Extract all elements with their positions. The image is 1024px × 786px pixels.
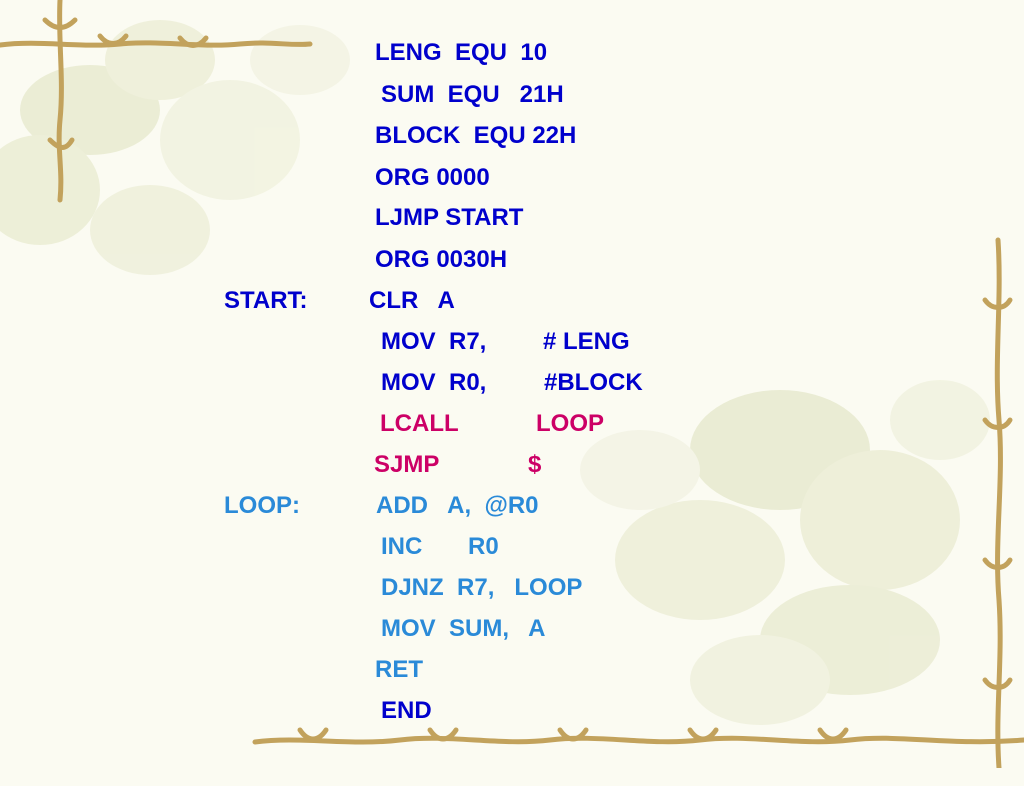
code-line-3: BLOCK EQU 22H [0, 121, 576, 151]
code-line-4: ORG 0000 [0, 163, 490, 193]
code-op: RET [375, 656, 423, 683]
code-op: INC [381, 533, 423, 560]
code-op: LJMP START [375, 204, 524, 231]
code-op: ORG 0030H [375, 246, 508, 273]
code-line-13: INC R0 [0, 532, 499, 562]
faded-flower-top-left [0, 20, 350, 275]
code-line-8: MOV R7, # LENG [0, 327, 630, 357]
code-line-1: LENG EQU 10 [0, 38, 547, 68]
code-op: ORG 0000 [375, 164, 490, 191]
code-line-2: SUM EQU 21H [0, 80, 564, 110]
code-line-9: MOV R0, #BLOCK [0, 368, 643, 398]
vine-border-right [982, 237, 1013, 768]
code-op: LENG EQU 10 [375, 39, 548, 66]
vine-border-bottom [252, 727, 1024, 745]
code-line-7: START: CLR A [0, 286, 455, 316]
code-line-14: DJNZ R7, LOOP [0, 573, 582, 603]
faded-flower-bottom-right [580, 380, 990, 725]
code-line-6: ORG 0030H [0, 245, 507, 275]
background-decoration [0, 0, 1024, 768]
code-line-17: END [0, 696, 432, 726]
code-op: SUM EQU 21H [381, 81, 564, 108]
code-op: END [381, 697, 432, 724]
code-line-11: SJMP $ [0, 450, 541, 480]
code-line-5: LJMP START [0, 203, 523, 233]
code-label: LOOP: [224, 492, 300, 519]
code-op: ADD A, @R0 [376, 492, 539, 519]
vine-border-top-left [0, 0, 313, 203]
code-args: LOOP [536, 410, 605, 437]
code-op: MOV R7, [381, 328, 487, 355]
code-op: DJNZ R7, LOOP [381, 574, 583, 601]
code-args: # LENG [543, 328, 630, 355]
code-line-16: RET [0, 655, 423, 685]
code-label: START: [224, 287, 308, 314]
code-op: LCALL [380, 410, 459, 437]
code-line-10: LCALL LOOP [0, 409, 604, 439]
code-op: SJMP [374, 451, 440, 478]
code-line-12: LOOP: ADD A, @R0 [0, 491, 539, 521]
code-args: $ [528, 451, 542, 478]
code-args: #BLOCK [544, 369, 643, 396]
code-listing: LENG EQU 10 SUM EQU 21H BLOCK EQU 22H OR… [0, 38, 643, 726]
code-op: CLR A [369, 287, 455, 314]
code-line-15: MOV SUM, A [0, 614, 545, 644]
code-op: BLOCK EQU 22H [375, 122, 577, 149]
code-op: MOV SUM, A [381, 615, 546, 642]
code-op: MOV R0, [381, 369, 487, 396]
code-args: R0 [468, 533, 499, 560]
